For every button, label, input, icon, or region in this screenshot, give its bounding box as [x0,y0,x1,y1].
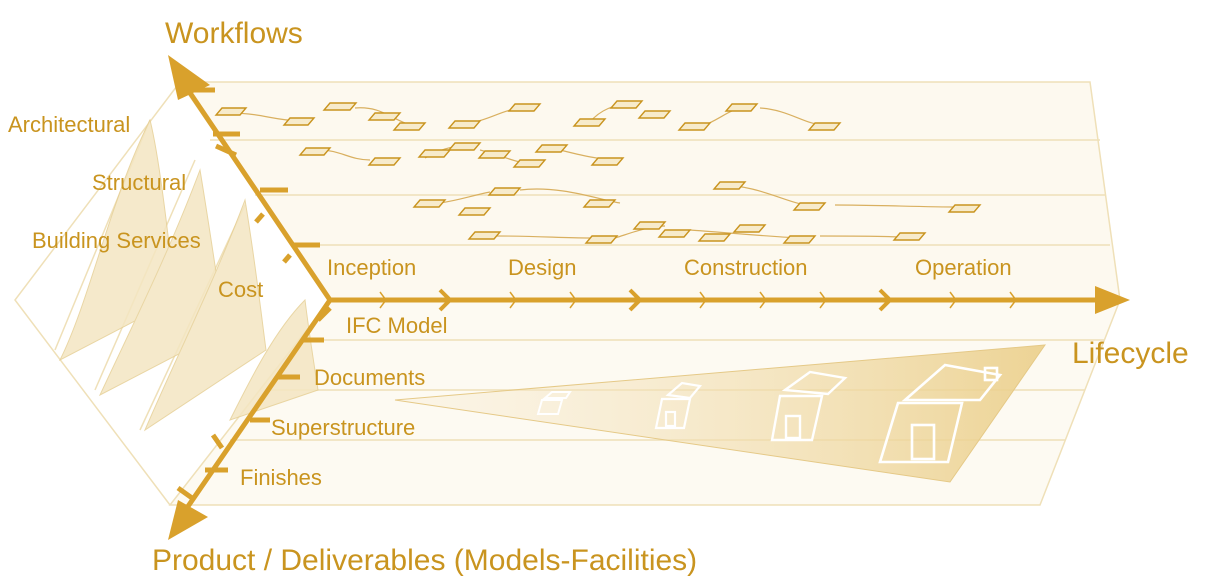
process-node [590,157,625,166]
process-node [467,231,502,240]
workflow-distribution-curves [58,118,319,432]
process-node [732,224,767,233]
process-node [507,103,542,112]
process-node [392,122,427,131]
lifecycle-ticks [379,288,1017,312]
house-icon [654,381,703,430]
axes [177,75,1108,521]
workflows-axis [177,75,333,303]
process-node [609,100,644,109]
house-icon [536,391,572,415]
process-row-structural [298,142,625,168]
process-node [582,199,617,208]
process-row-cost [467,221,927,244]
process-node [697,233,732,242]
workflow-label-architectural: Architectural [8,112,130,137]
phase-label-operation: Operation [915,255,1012,280]
product-label-documents: Documents [314,365,425,390]
process-node [534,144,569,153]
workflows-axis-title: Workflows [165,17,303,50]
process-node [677,122,712,131]
workflow-nodes [214,100,982,244]
process-node [572,118,607,127]
process-node [447,142,482,151]
workflow-label-structural: Structural [92,170,186,195]
product-arrowhead [168,500,208,540]
process-node [782,235,817,244]
process-row-architectural [214,100,842,131]
process-node [724,103,759,112]
phase-label-design: Design [508,255,576,280]
phase-label-inception: Inception [327,255,416,280]
process-node [322,102,358,111]
process-node [892,232,927,241]
workflow-label-building-services: Building Services [32,228,201,253]
product-ticks [176,306,332,501]
process-node [298,147,332,156]
product-label-superstructure: Superstructure [271,415,415,440]
process-node [792,202,827,211]
process-row-building-services [412,181,982,216]
lifecycle-arrowhead [1095,286,1130,314]
process-node [512,159,547,168]
process-node [657,229,692,238]
house-icon [770,370,848,442]
product-axis [177,297,333,521]
process-node [637,110,672,119]
process-node [367,157,402,166]
process-node [367,112,402,121]
house-icon [878,363,1003,464]
lifecycle-axis-title: Lifecycle [1072,337,1189,370]
process-node [214,107,248,116]
process-node [807,122,842,131]
product-axis-title: Product / Deliverables (Models-Facilitie… [152,544,697,577]
phase-label-construction: Construction [684,255,808,280]
process-node [282,117,316,126]
product-label-finishes: Finishes [240,465,322,490]
process-node [632,221,667,230]
process-node [447,120,482,129]
workflow-label-cost: Cost [218,277,263,302]
process-node [947,204,982,213]
process-node [412,199,447,208]
process-node [487,187,522,196]
process-node [477,150,512,159]
product-label-ifc-model: IFC Model [346,313,447,338]
process-node [712,181,747,190]
process-node [417,149,452,158]
process-node [457,207,492,216]
facility-growth-wedge [394,344,1047,483]
process-node [584,235,619,244]
workflows-ticks [192,87,320,264]
